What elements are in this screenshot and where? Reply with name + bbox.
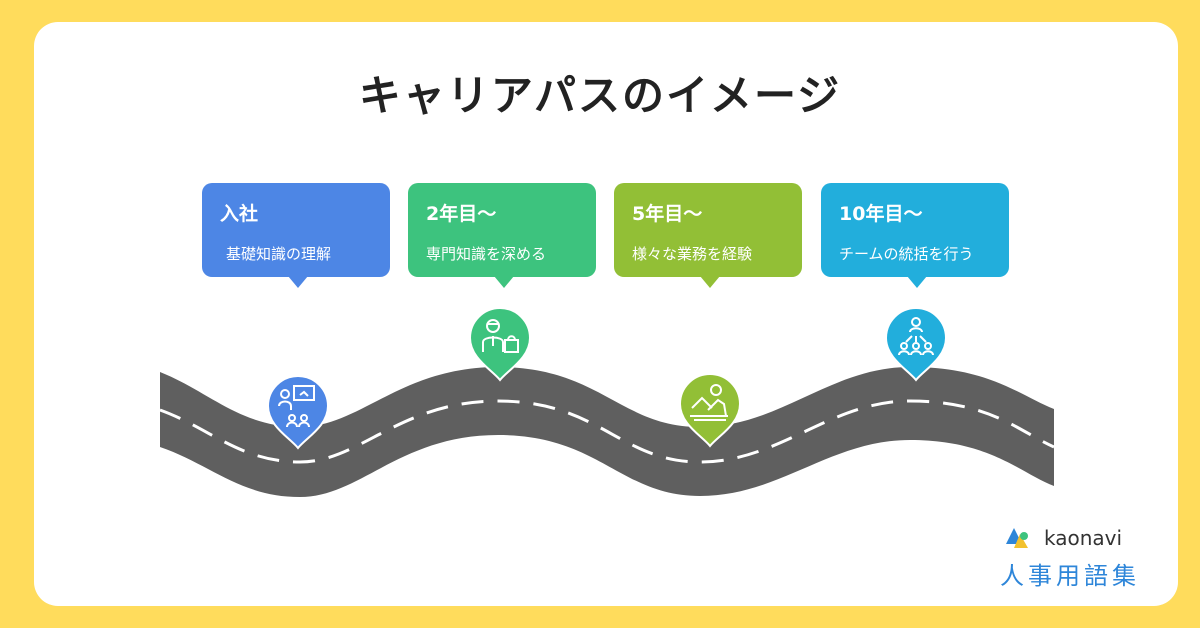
teaching-icon: [278, 385, 315, 428]
logo-brand: kaonavi: [1044, 526, 1123, 550]
step-description: 基礎知識の理解: [226, 245, 332, 263]
bubble-tail: [700, 276, 720, 288]
road-center-line: [159, 399, 1055, 464]
logo-subtitle: 人事用語集: [1000, 562, 1140, 590]
bubble-tail: [494, 276, 514, 288]
page-title: キャリアパスのイメージ: [358, 71, 842, 120]
pin-laptop-worker: [678, 373, 742, 448]
step-year-2: 2年目〜 専門知識を深める: [408, 183, 596, 288]
content-card: [34, 22, 1178, 606]
step-year-5: 5年目〜 様々な業務を経験: [614, 183, 802, 288]
step-join: 入社 基礎知識の理解: [202, 183, 390, 288]
bubble-tail: [907, 276, 927, 288]
step-description: 様々な業務を経験: [632, 245, 753, 263]
step-stage: 2年目〜: [426, 203, 497, 225]
kaonavi-mark-icon: [1006, 528, 1028, 548]
step-stage: 10年目〜: [839, 203, 923, 225]
step-stage: 5年目〜: [632, 203, 703, 225]
professional-icon: [482, 319, 519, 353]
step-year-10: 10年目〜 チームの統括を行う: [821, 183, 1009, 288]
step-description: 専門知識を深める: [426, 245, 547, 263]
kaonavi-logo: kaonavi 人事用語集: [1000, 524, 1150, 590]
team-leader-icon: [898, 317, 934, 356]
laptop-worker-icon: [690, 384, 728, 421]
pin-teaching: [266, 375, 330, 450]
step-description: チームの統括を行う: [839, 245, 974, 263]
step-stage: 入社: [220, 203, 259, 225]
bubble-tail: [288, 276, 308, 288]
pin-team-leader: [884, 307, 948, 382]
pin-professional: [468, 307, 532, 382]
